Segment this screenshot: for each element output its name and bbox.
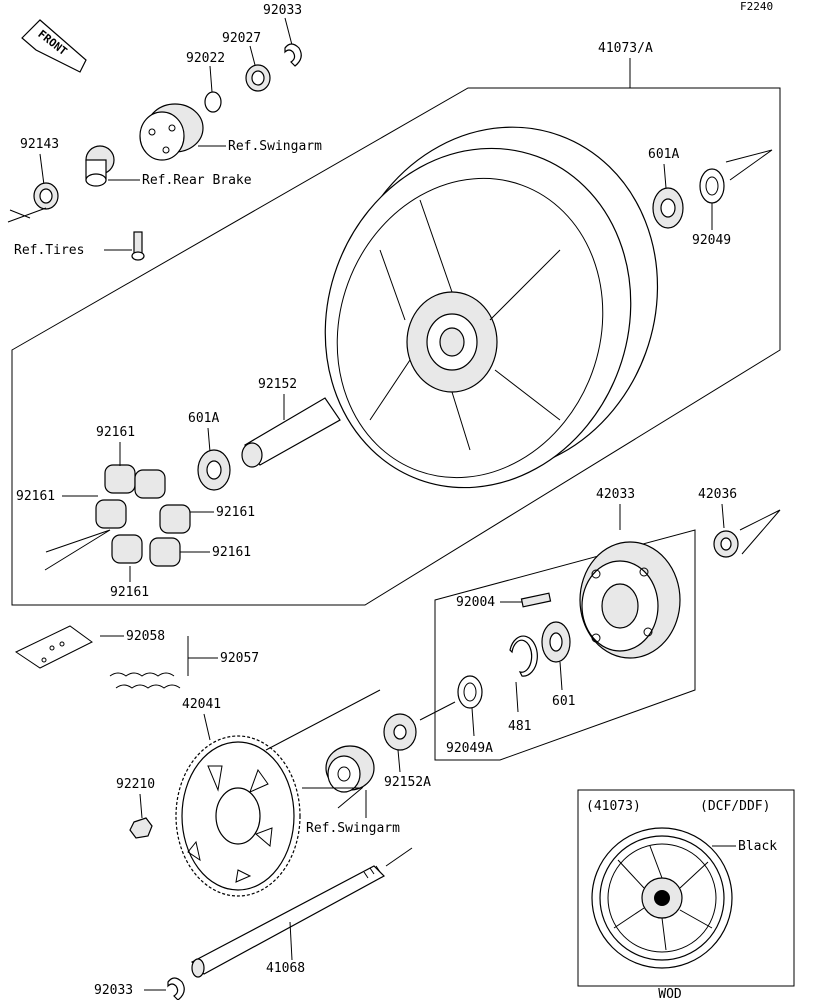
inset-variant: (DCF/DDF) [700,799,770,814]
circlip-481 [509,635,538,677]
inset-code: WOD [658,987,682,1000]
circlip-92033-top [284,43,302,67]
label-92161-b: 92161 [16,489,55,504]
front-arrow-icon: FRONT [21,19,87,73]
coupling-hub [139,103,204,161]
label-92004: 92004 [456,595,495,610]
inset-wheel-black [591,827,733,969]
hub-assembly-outline [434,529,696,761]
label-41068: 41068 [266,961,305,976]
seal-92049 [699,168,725,204]
stud-92004 [520,592,552,608]
label-92057: 92057 [220,651,259,666]
label-92161-c: 92161 [216,505,255,520]
label-601A-right: 601A [648,147,679,162]
label-92210: 92210 [116,777,155,792]
label-92161-e: 92161 [110,585,149,600]
variant-inset-box [577,789,795,987]
label-92161-a: 92161 [96,425,135,440]
wheel-damper-set [95,464,191,567]
washer-92022 [204,91,222,113]
label-92143: 92143 [20,137,59,152]
collar-92152A [383,713,417,751]
label-601A-left: 601A [188,411,219,426]
tire-valve [131,231,145,261]
label-42033: 42033 [596,487,635,502]
label-92027: 92027 [222,31,261,46]
label-42041: 42041 [182,697,221,712]
label-92033-bottom: 92033 [94,983,133,998]
sprocket-coupling-42033 [579,541,681,659]
rear-axle-41068 [191,865,385,978]
ref-swingarm-bottom: Ref.Swingarm [306,821,400,836]
label-92152: 92152 [258,377,297,392]
label-92049A: 92049A [446,741,493,756]
label-92033-top: 92033 [263,3,302,18]
label-92049: 92049 [692,233,731,248]
ref-swingarm-top: Ref.Swingarm [228,139,322,154]
seal-92049A [457,675,483,709]
inset-color-note: Black [738,839,777,854]
label-92161-d: 92161 [212,545,251,560]
coupling-collar-bottom [325,745,375,793]
inset-part-no: (41073) [586,799,641,814]
ref-rear-brake: Ref.Rear Brake [142,173,252,188]
figure-code: F2240 [740,0,773,13]
rear-sprocket-42041 [175,735,301,897]
sleeve-92152 [241,397,341,468]
label-41073A: 41073/A [598,41,653,56]
wheel-assembly-outline [11,87,781,606]
label-601: 601 [552,694,575,709]
label-92058: 92058 [126,629,165,644]
circlip-92033-bottom [167,977,185,1000]
label-92022: 92022 [186,51,225,66]
ref-tires: Ref.Tires [14,243,84,258]
label-92152A: 92152A [384,775,431,790]
label-42036: 42036 [698,487,737,502]
drive-chain [14,625,181,689]
nut-92210 [129,817,153,839]
collar-rear-brake [85,145,115,187]
rear-wheel [324,126,659,489]
label-481: 481 [508,719,531,734]
